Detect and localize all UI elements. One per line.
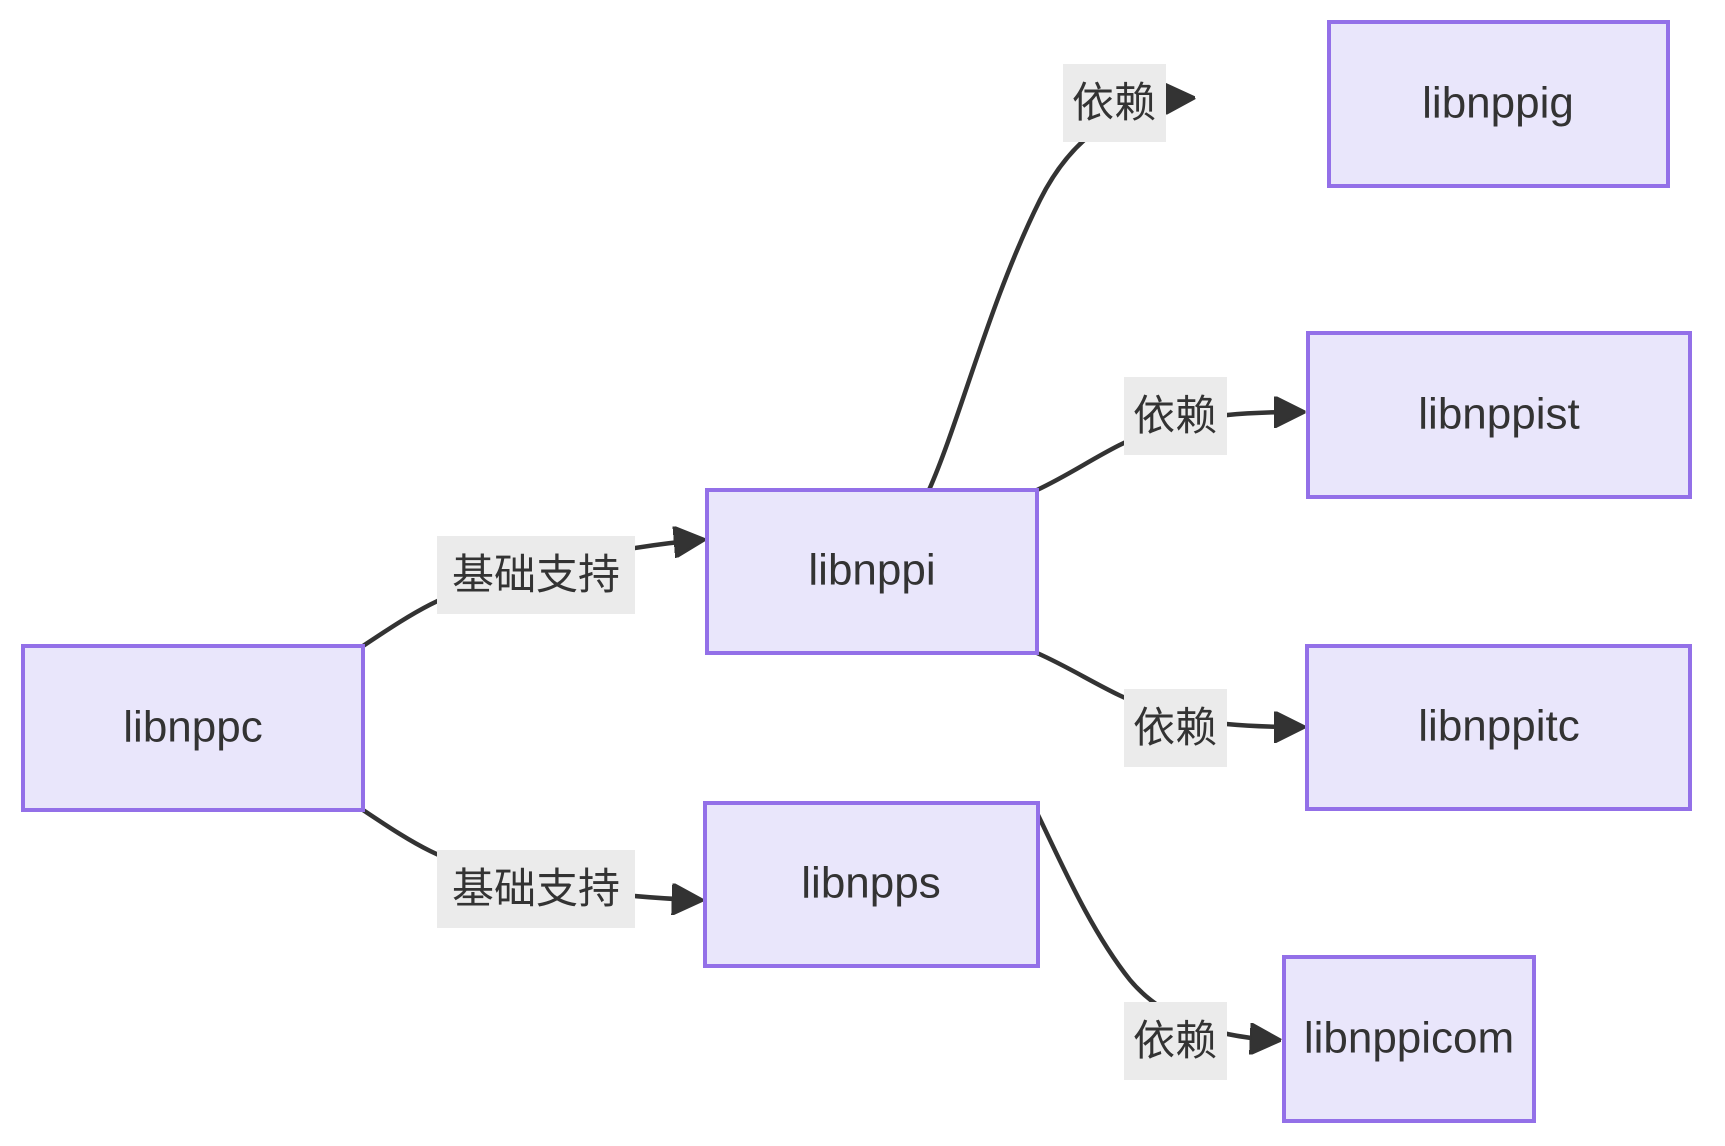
node-libnppi[interactable]: libnppi	[705, 488, 1039, 655]
node-libnppc-box[interactable]	[21, 644, 365, 812]
edge-label-libnppi-libnppist: 依赖	[1124, 377, 1227, 455]
node-libnppig[interactable]: libnppig	[1327, 20, 1670, 188]
node-libnpps-label: libnpps	[801, 859, 940, 908]
edge-label-bg	[1124, 689, 1227, 767]
node-libnppi-label: libnppi	[808, 546, 935, 595]
edge-label-text: 依赖	[1133, 1017, 1217, 1064]
node-libnppi-box[interactable]	[705, 488, 1039, 655]
edge-label-bg	[437, 536, 635, 614]
node-libnppist-box[interactable]	[1306, 331, 1692, 499]
edge-label-libnppi-libnppig: 依赖	[1063, 64, 1166, 142]
node-libnppc-label: libnppc	[123, 703, 262, 752]
edge-label-text: 基础支持	[452, 551, 620, 598]
node-libnpps-box[interactable]	[703, 801, 1040, 968]
edge-label-text: 依赖	[1133, 392, 1217, 439]
edge-label-bg	[1124, 1002, 1227, 1080]
edge-label-libnppc-libnppi: 基础支持	[437, 536, 635, 614]
edge-label-text: 依赖	[1133, 704, 1217, 751]
node-libnpps[interactable]: libnpps	[703, 801, 1040, 968]
edge-label-bg	[1124, 377, 1227, 455]
node-libnppicom[interactable]: libnppicom	[1282, 955, 1536, 1123]
edge-labels-layer: 基础支持 基础支持 依赖 依赖 依赖 依赖	[437, 64, 1227, 1080]
node-libnppitc-box[interactable]	[1305, 644, 1692, 811]
node-libnppc[interactable]: libnppc	[21, 644, 365, 812]
node-libnppist-label: libnppist	[1418, 390, 1579, 439]
node-libnppicom-box[interactable]	[1282, 955, 1536, 1123]
node-libnppicom-label: libnppicom	[1304, 1014, 1514, 1063]
edge-label-bg	[1063, 64, 1166, 142]
edge-label-text: 依赖	[1072, 79, 1156, 126]
edge-label-libnpps-libnppicom: 依赖	[1124, 1002, 1227, 1080]
node-libnppig-label: libnppig	[1422, 79, 1574, 128]
edge-label-text: 基础支持	[452, 865, 620, 912]
node-libnppist[interactable]: libnppist	[1306, 331, 1692, 499]
edge-label-bg	[437, 850, 635, 928]
edge-label-libnppc-libnpps: 基础支持	[437, 850, 635, 928]
edge-label-libnppi-libnppitc: 依赖	[1124, 689, 1227, 767]
node-libnppitc-label: libnppitc	[1418, 702, 1579, 751]
node-libnppig-box[interactable]	[1327, 20, 1670, 188]
nodes-layer: libnppc libnppi libnpps libnppig libnppi…	[21, 20, 1692, 1123]
node-libnppitc[interactable]: libnppitc	[1305, 644, 1692, 811]
